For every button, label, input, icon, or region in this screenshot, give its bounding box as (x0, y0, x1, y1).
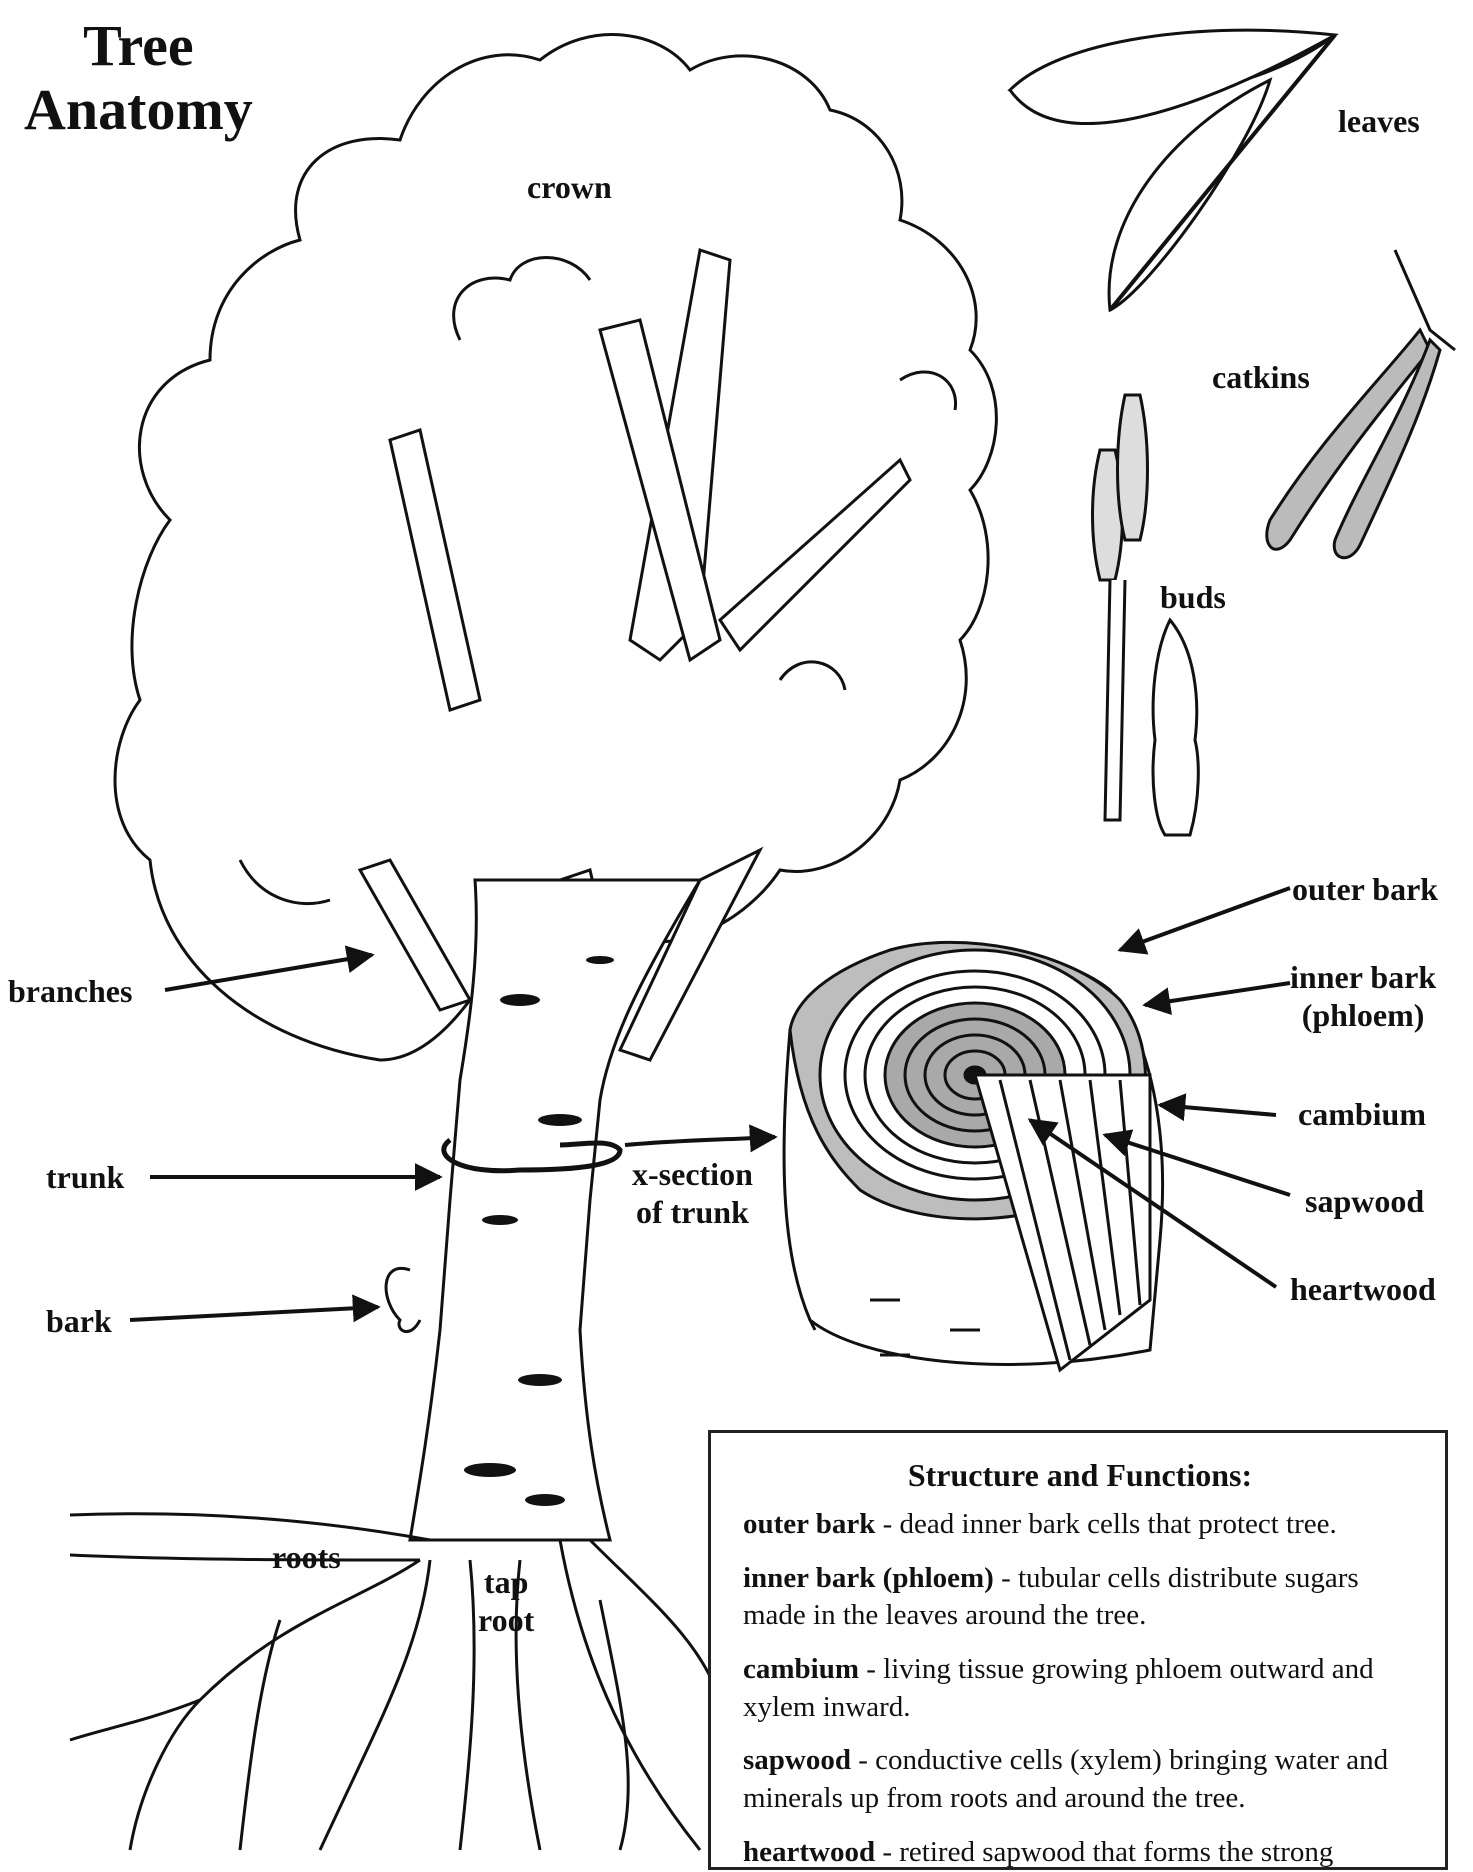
structure-item: inner bark (phloem) - tubular cells dist… (743, 1560, 1417, 1635)
label-buds: buds (1160, 578, 1226, 616)
label-cambium: cambium (1298, 1095, 1426, 1133)
label-inner-bark-line2: (phloem) (1290, 996, 1436, 1034)
label-inner-bark-line1: inner bark (1290, 958, 1436, 996)
label-tap-root-line1: tap (478, 1563, 534, 1601)
label-x-section: x-section of trunk (632, 1155, 753, 1232)
label-tap-root: tap root (478, 1563, 534, 1640)
structure-item: outer bark - dead inner bark cells that … (743, 1506, 1417, 1544)
label-trunk: trunk (46, 1158, 124, 1196)
title-line-1: Tree (24, 14, 253, 78)
structure-heading: Structure and Functions: (743, 1457, 1417, 1494)
label-tap-root-line2: root (478, 1601, 534, 1639)
title-line-2: Anatomy (24, 78, 253, 142)
structure-item: heartwood - retired sapwood that forms t… (743, 1834, 1417, 1872)
label-crown: crown (527, 168, 612, 206)
label-outer-bark: outer bark (1292, 870, 1438, 908)
label-x-section-line1: x-section (632, 1155, 753, 1193)
label-catkins: catkins (1212, 358, 1310, 396)
page-title: Tree Anatomy (24, 14, 253, 142)
structure-term: heartwood (743, 1836, 875, 1868)
root-system (70, 1514, 720, 1850)
structure-term: sapwood (743, 1744, 851, 1776)
structure-desc: - dead inner bark cells that protect tre… (875, 1508, 1336, 1540)
leaves-drawing (1010, 30, 1335, 310)
trunk-cross-section (784, 942, 1163, 1370)
structure-term: inner bark (phloem) (743, 1562, 994, 1594)
label-roots: roots (272, 1538, 341, 1576)
structure-item: sapwood - conductive cells (xylem) bring… (743, 1742, 1417, 1817)
label-heartwood: heartwood (1290, 1270, 1436, 1308)
structure-term: outer bark (743, 1508, 875, 1540)
label-bark: bark (46, 1302, 112, 1340)
structure-functions-box: Structure and Functions: outer bark - de… (708, 1430, 1448, 1870)
label-inner-bark: inner bark (phloem) (1290, 958, 1436, 1035)
catkins-stem (1395, 250, 1455, 350)
label-x-section-line2: of trunk (632, 1193, 753, 1231)
label-leaves: leaves (1338, 102, 1420, 140)
label-branches: branches (8, 972, 132, 1010)
structure-term: cambium (743, 1653, 859, 1685)
label-sapwood: sapwood (1305, 1182, 1424, 1220)
structure-desc: - retired sapwood that forms the strong (875, 1836, 1333, 1868)
structure-item: cambium - living tissue growing phloem o… (743, 1651, 1417, 1726)
